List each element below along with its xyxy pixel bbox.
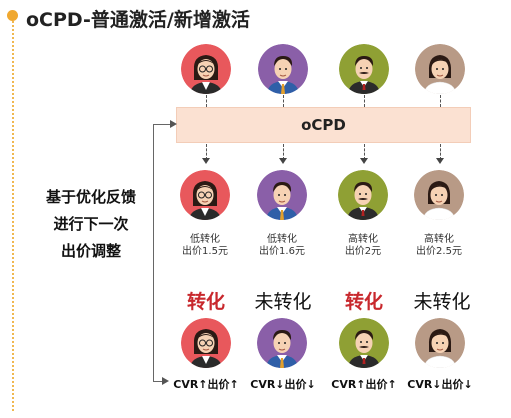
conversion-result: 转化	[186, 291, 225, 313]
feedback-arrow-bottom	[153, 381, 165, 382]
conversion-level: 低转化	[190, 234, 220, 245]
conversion-level: 低转化	[267, 234, 297, 245]
arrow-down-icon	[202, 158, 210, 164]
bid-price: 出价1.6元	[259, 246, 305, 257]
feedback-arrow-top	[153, 124, 174, 125]
connector-line	[440, 95, 441, 107]
conversion-result: 未转化	[413, 291, 471, 313]
arrow-right-icon	[162, 377, 169, 385]
arrow-down-icon	[360, 158, 368, 164]
male-tie-avatar	[257, 318, 307, 368]
bid-price: 出价1.5元	[182, 246, 228, 257]
male-mustache-avatar	[339, 44, 389, 94]
bid-price: 出价2元	[344, 246, 382, 257]
bid-label: 低转化 出价1.5元	[170, 234, 240, 258]
male-tie-avatar	[257, 170, 307, 220]
female-avatar	[414, 170, 464, 220]
title-bullet-icon	[7, 10, 18, 21]
side-label-line: 基于优化反馈	[45, 188, 136, 206]
connector-line	[364, 144, 365, 160]
connector-line	[206, 144, 207, 160]
connector-line	[283, 144, 284, 160]
arrow-right-icon	[170, 120, 177, 128]
feedback-loop-line	[153, 124, 154, 382]
ocpd-box: oCPD	[176, 107, 471, 143]
side-label-line: 进行下一次	[53, 215, 129, 233]
cvr-bid-change: CVR↓出价↓	[250, 378, 316, 391]
female-avatar	[415, 44, 465, 94]
side-label-line: 出价调整	[60, 242, 121, 260]
male-mustache-avatar	[338, 170, 388, 220]
female-avatar	[415, 318, 465, 368]
female-glasses-avatar	[181, 318, 231, 368]
female-glasses-avatar	[181, 44, 231, 94]
cvr-bid-change: CVR↑出价↑	[173, 378, 239, 391]
conversion-result: 未转化	[254, 291, 312, 313]
conversion-level: 高转化	[348, 234, 378, 245]
cvr-bid-change: CVR↓出价↓	[407, 378, 473, 391]
female-glasses-avatar	[180, 170, 230, 220]
connector-line	[364, 95, 365, 107]
bid-label: 高转化 出价2元	[328, 234, 398, 258]
page-title: oCPD-普通激活/新增激活	[26, 9, 250, 31]
connector-line	[283, 95, 284, 107]
timeline-dotted-line	[12, 21, 14, 411]
cvr-bid-change: CVR↑出价↑	[331, 378, 397, 391]
connector-line	[206, 95, 207, 107]
arrow-down-icon	[279, 158, 287, 164]
bid-label: 高转化 出价2.5元	[404, 234, 474, 258]
bid-price: 出价2.5元	[416, 246, 462, 257]
male-mustache-avatar	[339, 318, 389, 368]
bid-label: 低转化 出价1.6元	[247, 234, 317, 258]
conversion-result: 转化	[344, 291, 383, 313]
arrow-down-icon	[436, 158, 444, 164]
male-tie-avatar	[258, 44, 308, 94]
conversion-level: 高转化	[424, 234, 454, 245]
connector-line	[440, 144, 441, 160]
